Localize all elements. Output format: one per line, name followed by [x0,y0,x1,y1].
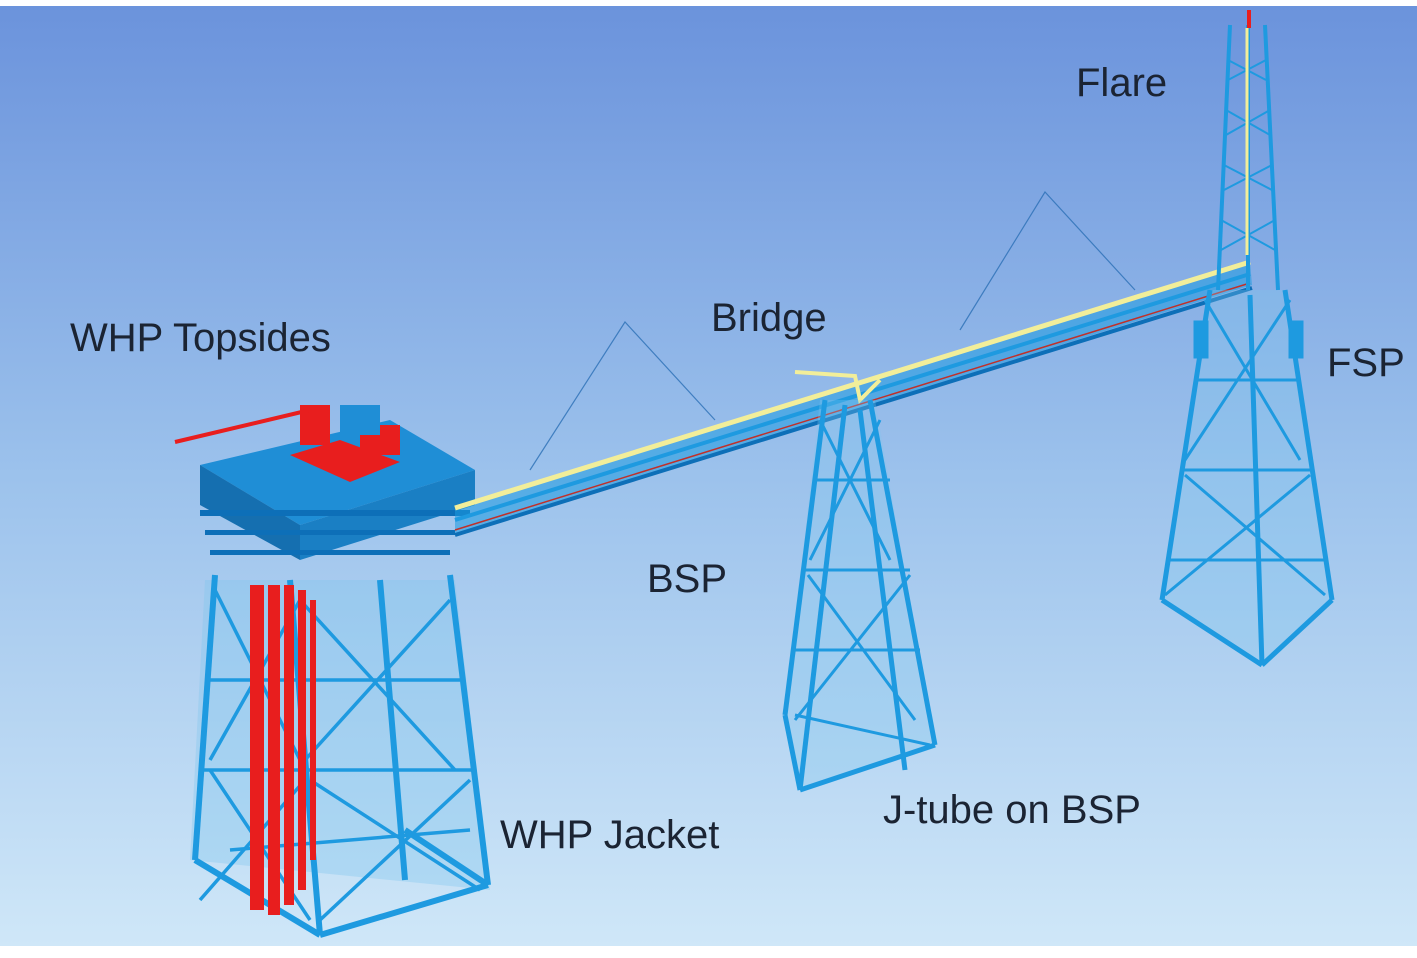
flare-tower [1216,10,1280,291]
label-whp-jacket: WHP Jacket [500,813,720,857]
bridge-cables [529,191,1136,471]
whp-topsides [174,405,475,560]
label-flare: Flare [1076,61,1168,105]
label-bridge: Bridge [711,296,827,340]
label-bsp: BSP [647,557,728,601]
label-jtube-on-bsp: J-tube on BSP [883,788,1141,832]
bsp-jacket [782,399,938,793]
bridge-truss [454,259,1253,537]
whp-jacket [190,574,491,938]
label-whp-topsides: WHP Topsides [70,316,331,360]
fsp-jacket [1159,289,1335,668]
label-fsp: FSP [1327,341,1405,385]
